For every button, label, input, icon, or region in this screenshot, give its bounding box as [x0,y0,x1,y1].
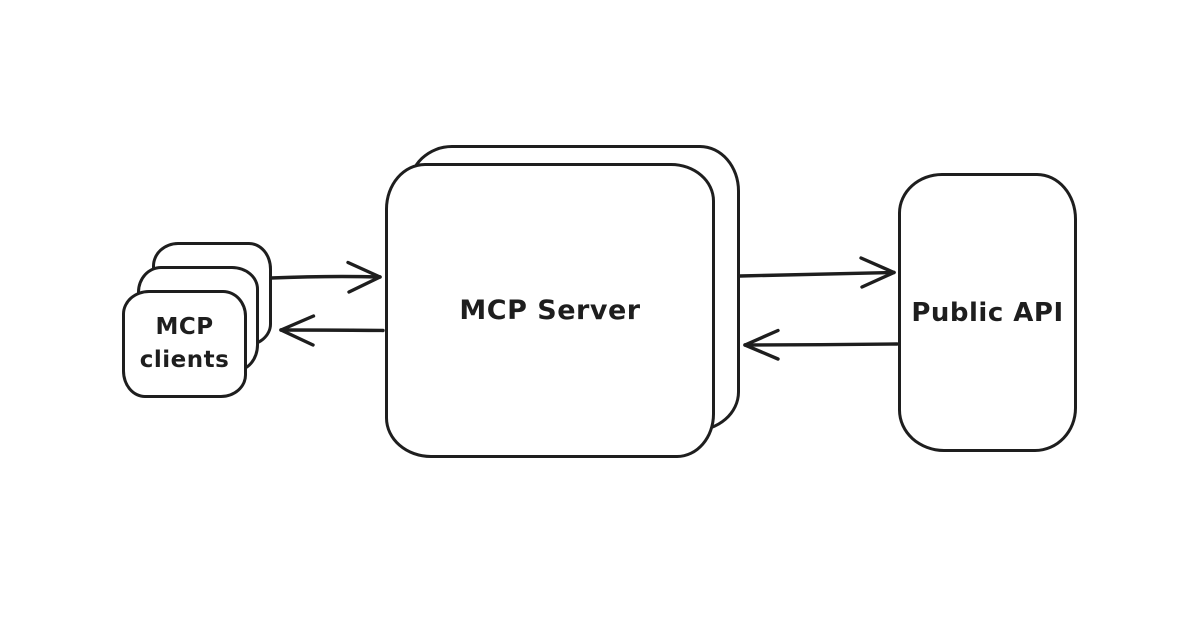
arrow-server-to-clients [279,314,385,347]
mcp-clients-label: MCP clients [139,313,230,373]
mcp-server-label: MCP Server [459,295,641,326]
arrow-api-to-server [743,328,899,361]
public-api-node: Public API [898,173,1077,452]
mcp-server-node: MCP Server [385,163,715,458]
mcp-clients-node: MCP clients [122,290,247,398]
arrow-server-to-api [738,256,896,289]
public-api-label: Public API [911,297,1064,328]
arrow-clients-to-server [269,260,382,294]
